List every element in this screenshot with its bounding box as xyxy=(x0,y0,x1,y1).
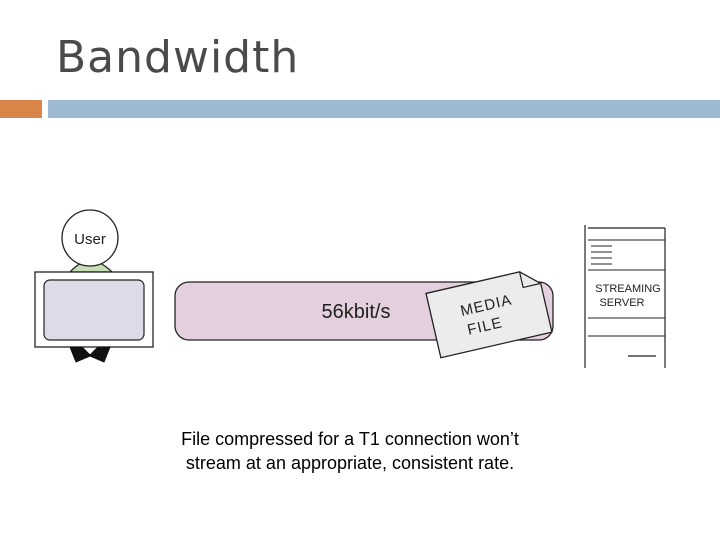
streaming-server: STREAMING SERVER xyxy=(584,225,666,368)
caption-line-1: File compressed for a T1 connection won’… xyxy=(181,429,519,449)
user-monitor xyxy=(34,271,154,363)
file-card-fold xyxy=(518,271,541,289)
accent-bar-orange xyxy=(0,100,42,118)
monitor-screen xyxy=(43,279,145,341)
server-label-line2: SERVER xyxy=(599,297,644,309)
user-figure: User xyxy=(61,209,119,273)
user-label: User xyxy=(74,231,106,248)
slide-title: Bandwidth xyxy=(56,32,300,83)
user-head xyxy=(61,209,119,267)
caption-line-2: stream at an appropriate, consistent rat… xyxy=(185,453,515,473)
caption: File compressed for a T1 connection won’… xyxy=(130,427,570,475)
media-file-card: MEDIA FILE xyxy=(425,271,553,359)
bandwidth-label: 56kbit/s xyxy=(322,301,391,323)
monitor-stand xyxy=(69,346,111,363)
server-label-line1: STREAMING xyxy=(595,283,660,295)
accent-bar-blue xyxy=(48,100,720,118)
file-card-shape xyxy=(425,271,553,359)
